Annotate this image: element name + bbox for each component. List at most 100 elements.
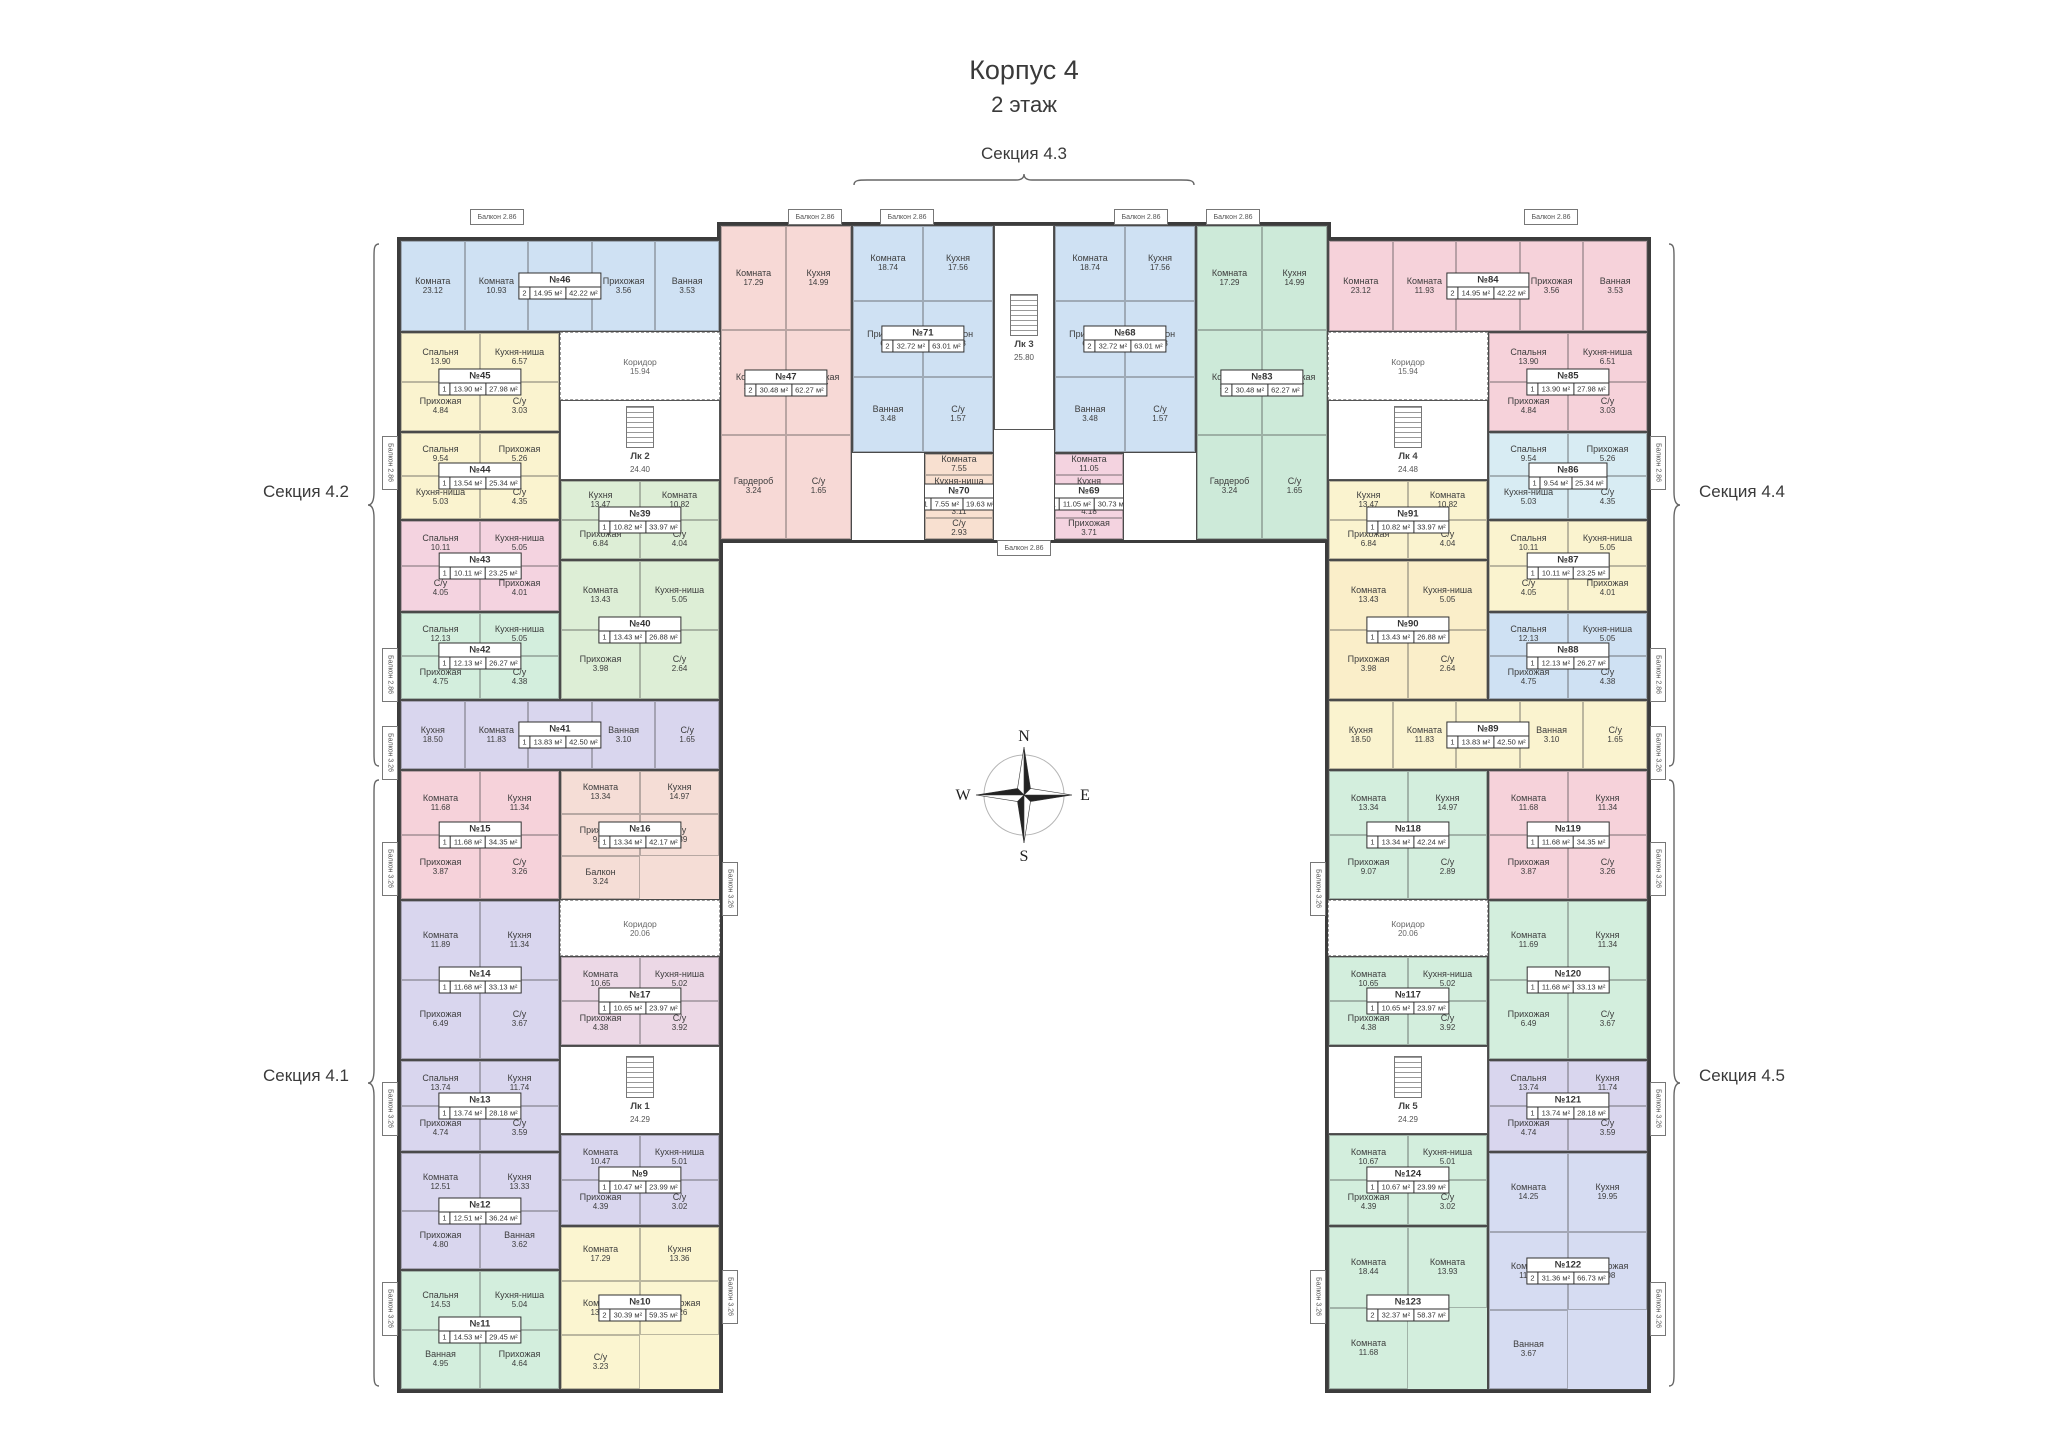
room-area: 5.04 — [511, 1300, 528, 1310]
room-label: Комната — [1350, 1257, 1387, 1268]
plate-value: 1 — [1370, 837, 1375, 847]
room-area: 5.26 — [511, 454, 528, 464]
room-area: 3.24 — [592, 877, 609, 887]
corridor-label: Коридор — [623, 918, 657, 929]
room-area: 2.89 — [1439, 866, 1456, 876]
room-label: Прихожая — [579, 1192, 622, 1203]
apartment-16[interactable]: Комната13.34Кухня14.97Прихожая9.07С/у2.8… — [560, 770, 720, 900]
plate-value: 2 — [1087, 341, 1092, 351]
room-label: Кухня-ниша — [1582, 347, 1633, 358]
apartment-46[interactable]: Комната23.12Комната10.93Кухня11.53Прихож… — [400, 240, 720, 332]
apartment-122[interactable]: Комната14.25Кухня19.95Комната11.11Прихож… — [1488, 1152, 1648, 1390]
apartment-71[interactable]: Комната18.74Кухня17.56Прихожая6.82Балкон… — [852, 225, 994, 453]
room-label: С/у — [1600, 667, 1615, 678]
room-area: 5.01 — [1439, 1157, 1456, 1167]
room-label: Спальня — [1510, 533, 1547, 544]
plate-value: 13.43 м² — [1377, 631, 1414, 643]
room-area: 13.93 — [1437, 1267, 1458, 1277]
apartment-10[interactable]: Комната17.29Кухня13.36Комната13.10Прихож… — [560, 1226, 720, 1390]
apartment-83[interactable]: Комната17.29Кухня14.99Комната13.99Прихож… — [1196, 225, 1328, 540]
room-area: 1.65 — [679, 734, 695, 744]
room-area: 3.53 — [1607, 285, 1623, 295]
balcony: Балкон 3.26 — [1310, 1270, 1326, 1324]
stair-area: 25.80 — [1013, 352, 1035, 362]
plate-value: 1 — [1530, 982, 1535, 992]
room-area: 14.25 — [1518, 1191, 1539, 1201]
plate-value: 1 — [442, 478, 447, 488]
apartment-68[interactable]: Комната18.74Кухня17.56Прихожая6.82Балкон… — [1054, 225, 1196, 453]
plate-value: 23.97 м² — [1413, 1002, 1449, 1014]
room-label: Прихожая — [1507, 396, 1550, 407]
plate-value: 30.39 м² — [609, 1309, 646, 1321]
apartment-89[interactable]: Кухня18.50Комната11.83Прихожая4.00Ванная… — [1328, 700, 1648, 770]
plate-value: 25.34 м² — [1571, 477, 1607, 489]
section-label-4-4: Секция 4.4 — [1699, 482, 1785, 501]
corridor-area: 20.06 — [629, 928, 651, 938]
room-area: 3.92 — [1439, 1022, 1456, 1032]
room-label: Кухня-ниша — [654, 1147, 705, 1158]
apartment-47[interactable]: Комната17.29Кухня14.99Комната13.98Прихож… — [720, 225, 852, 540]
room-area: 11.69 — [1518, 940, 1539, 950]
balcony: Балкон 3.26 — [1310, 862, 1326, 916]
room-label: Прихожая — [1530, 275, 1573, 286]
room-label: Кухня-ниша — [1422, 1147, 1473, 1158]
room-area: 18.44 — [1358, 1267, 1379, 1277]
room-area: 3.26 — [1599, 866, 1616, 876]
apartment-41[interactable]: Кухня18.50Комната11.83Прихожая4.00Ванная… — [400, 700, 720, 770]
room-area: 11.68 — [1358, 1348, 1379, 1358]
room-area: 4.05 — [432, 588, 449, 598]
apartment-number: №39 — [599, 508, 681, 522]
balcony: Балкон 2.86 — [1650, 436, 1666, 490]
room-label: С/у — [1600, 1009, 1615, 1020]
plate-value: 23.25 м² — [484, 567, 521, 579]
room-area: 5.02 — [671, 978, 688, 988]
room-label: С/у — [672, 654, 687, 665]
room-label: Комната — [582, 968, 619, 979]
plate-value: 1 — [1530, 837, 1535, 847]
apartment-70[interactable]: Комната7.55Кухня-ниша5.23Прихожая3.11С/у… — [924, 453, 994, 540]
apartment-69[interactable]: Комната11.05Кухня9.53С/у4.18Прихожая3.71… — [1054, 453, 1124, 540]
room-area: 4.38 — [511, 677, 528, 687]
apartment-84[interactable]: Комната23.12Комната11.93Кухня11.53Прихож… — [1328, 240, 1648, 332]
